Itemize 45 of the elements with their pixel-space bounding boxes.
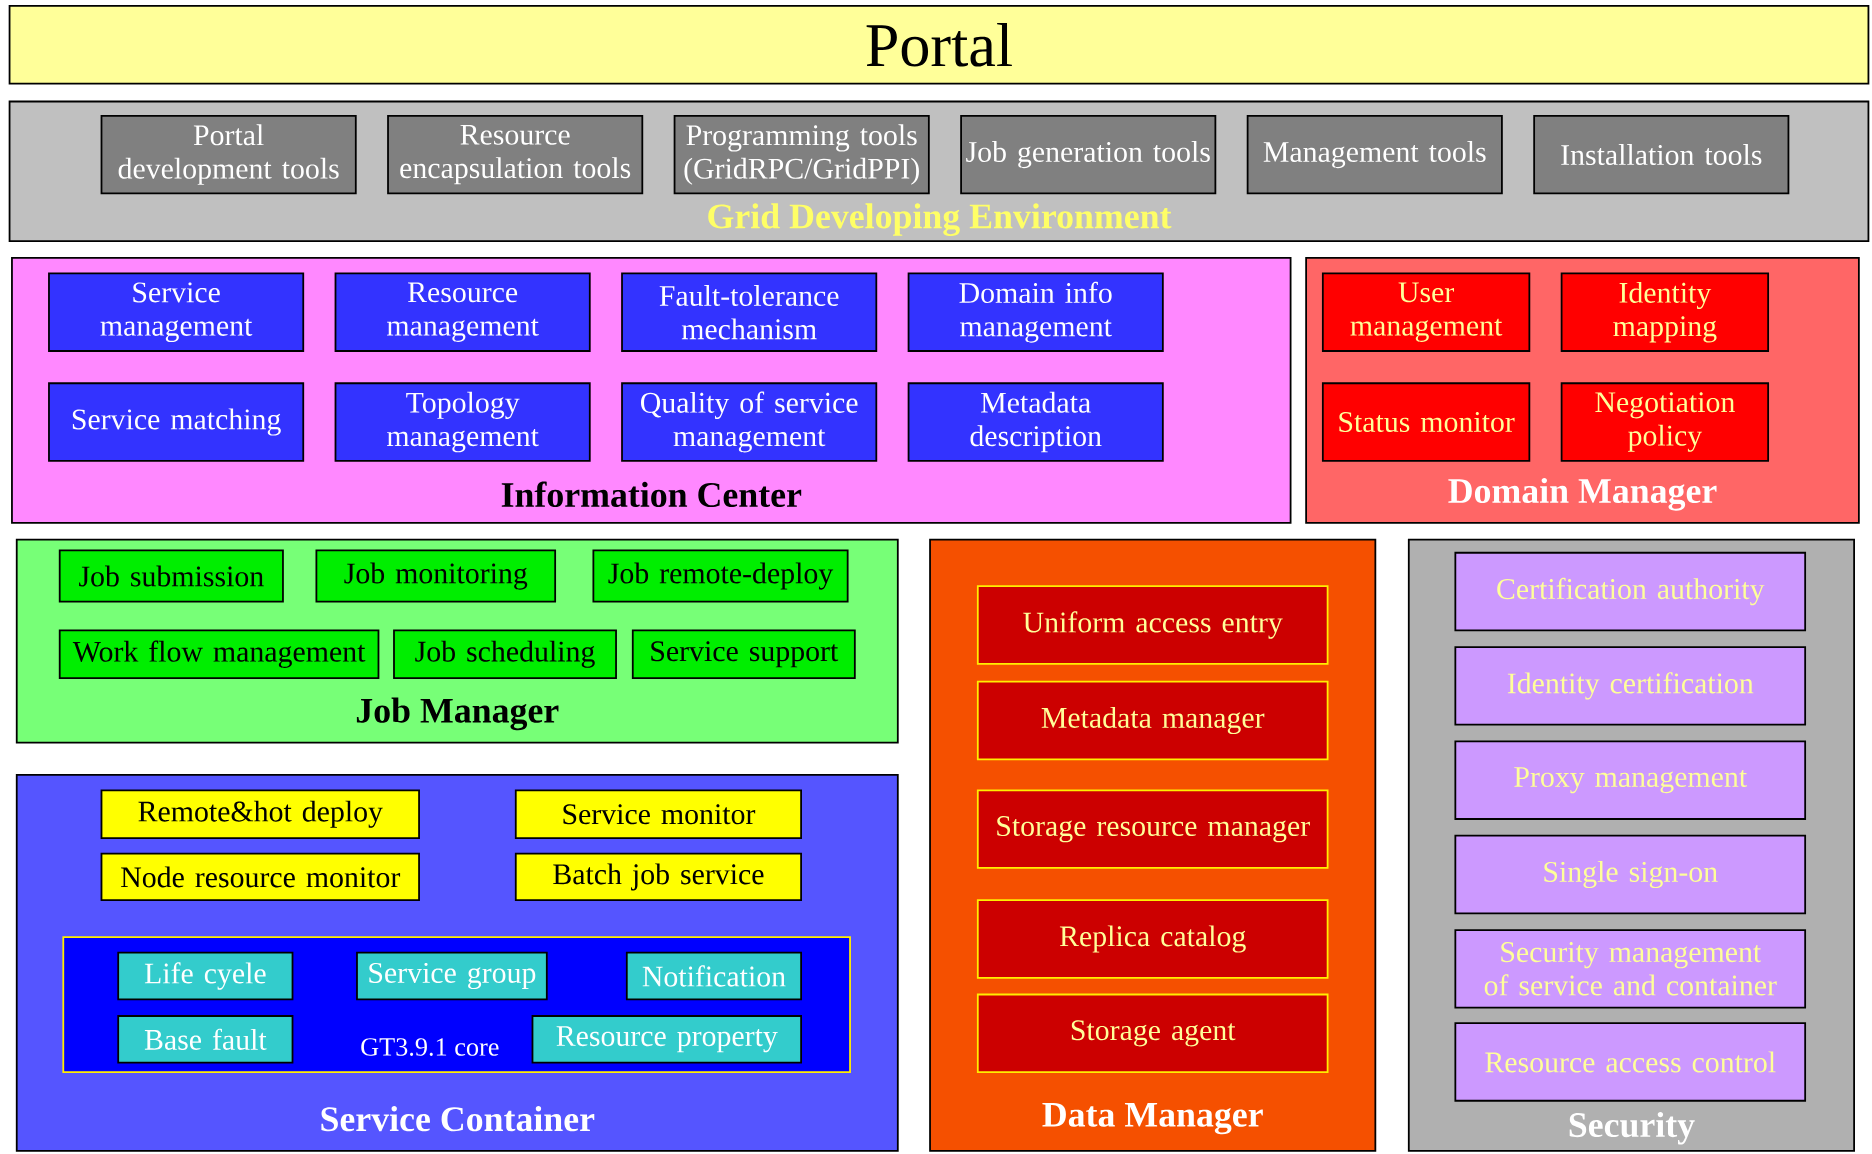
module-box: Resource encapsulation tools	[387, 114, 644, 195]
module-box: Domain info management	[907, 272, 1164, 352]
module-box: Management tools	[1246, 114, 1503, 195]
module-box: Remote&hot deploy	[100, 789, 420, 839]
title-bar: Portal	[8, 4, 1870, 85]
module-box: Single sign-on	[1454, 834, 1807, 914]
module-box: Metadata description	[907, 382, 1164, 462]
module-box: Quality of service management	[621, 382, 878, 462]
module-box: Job scheduling	[393, 629, 617, 679]
module-box: User management	[1321, 272, 1531, 352]
module-box: Storage agent	[976, 993, 1329, 1073]
module-box: Notification	[625, 951, 802, 1000]
module-box: Identity mapping	[1560, 272, 1770, 352]
module-box: Negotiation policy	[1560, 382, 1770, 462]
module-box: Installation tools	[1533, 114, 1790, 195]
module-box: Life cyele	[117, 951, 294, 1000]
module-box: Job remote-deploy	[592, 549, 849, 603]
module-box: Fault-tolerance mechanism	[621, 272, 878, 352]
module-box: Uniform access entry	[976, 585, 1329, 665]
module-box: Resource access control	[1454, 1022, 1807, 1102]
module-box: Service matching	[48, 382, 305, 462]
module-box: Proxy management	[1454, 740, 1807, 820]
module-box: Security management of service and container	[1454, 928, 1807, 1009]
module-box: Batch job service	[514, 852, 802, 901]
module-box: Job generation tools	[960, 114, 1217, 195]
module-box: Certification authority	[1454, 551, 1807, 632]
module-box: Resource management	[334, 272, 591, 352]
module-box: Identity certification	[1454, 645, 1807, 726]
module-box: Service management	[48, 272, 305, 352]
module-box: Node resource monitor	[100, 852, 420, 901]
module-box: Storage resource manager	[976, 789, 1329, 869]
module-box: Base fault	[117, 1014, 294, 1064]
module-box: Metadata manager	[976, 680, 1329, 760]
module-box: Work flow management	[58, 629, 380, 679]
module-box: Topology management	[334, 382, 591, 462]
module-box: Programming tools (GridRPC/GridPPI)	[673, 114, 930, 195]
module-box: Service support	[631, 629, 856, 679]
module-box: Status monitor	[1321, 382, 1531, 462]
module-box: Job submission	[58, 549, 284, 603]
module-box: Service monitor	[514, 789, 802, 839]
module-box: Job monitoring	[315, 549, 557, 603]
module-box: Service group	[356, 951, 548, 1000]
module-box: Resource property	[531, 1014, 802, 1064]
module-box: Portal development tools	[100, 114, 357, 195]
module-box: Replica catalog	[976, 899, 1329, 979]
